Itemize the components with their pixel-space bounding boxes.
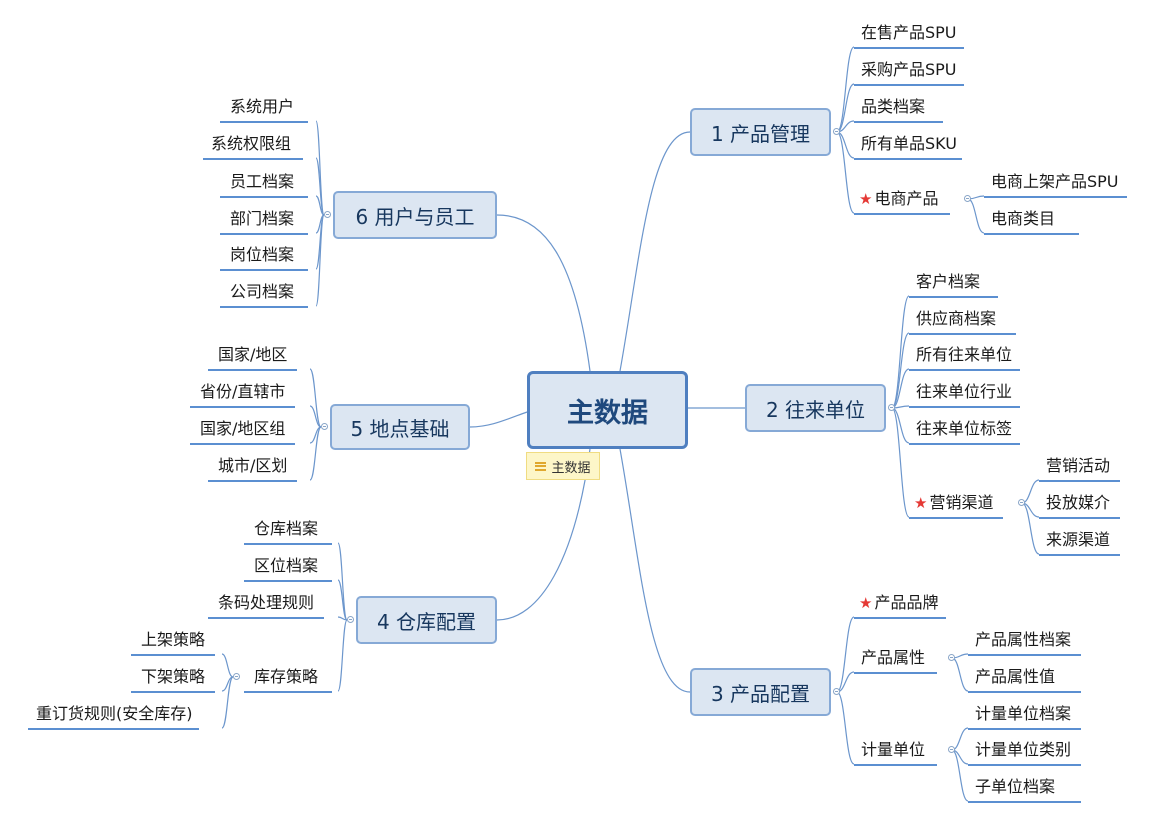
topic-marketing-channels[interactable]: ★营销渠道 <box>909 493 1004 519</box>
branch-business-partners[interactable]: 2 往来单位 <box>745 384 886 432</box>
collapse-toggle-icon[interactable] <box>833 688 840 695</box>
star-icon: ★ <box>859 190 873 208</box>
topic-ecommerce-products[interactable]: ★电商产品 <box>854 189 951 215</box>
collapse-toggle-icon[interactable] <box>833 128 840 135</box>
topic-location-archive[interactable]: 区位档案 <box>244 556 333 582</box>
topic-attribute-archive[interactable]: 产品属性档案 <box>968 630 1082 656</box>
collapse-toggle-icon[interactable] <box>948 654 955 661</box>
topic-barcode-rules[interactable]: 条码处理规则 <box>208 593 325 619</box>
branch-warehouse-config[interactable]: 4 仓库配置 <box>356 596 497 644</box>
collapse-toggle-icon[interactable] <box>321 423 328 430</box>
note-icon <box>535 461 547 471</box>
topic-countries-regions[interactable]: 国家/地区 <box>208 345 298 371</box>
connector-root-b4 <box>496 448 591 621</box>
connector-line <box>967 198 985 234</box>
connector-line <box>337 616 348 621</box>
collapse-toggle-icon[interactable] <box>948 746 955 753</box>
root-note[interactable]: 主数据 <box>526 452 600 480</box>
topic-on-sale-spu[interactable]: 在售产品SPU <box>854 23 964 49</box>
connector-line <box>337 579 348 621</box>
connector-root-b5 <box>469 411 528 428</box>
topic-source-channels[interactable]: 来源渠道 <box>1039 530 1121 556</box>
topic-uom-category[interactable]: 计量单位类别 <box>968 740 1082 766</box>
topic-marketing-channels-label: 营销渠道 <box>929 493 994 512</box>
topic-warehouse-archive[interactable]: 仓库档案 <box>244 519 333 545</box>
topic-company-archive[interactable]: 公司档案 <box>220 282 309 308</box>
connector-line <box>891 407 910 518</box>
topic-all-sku[interactable]: 所有单品SKU <box>854 134 962 160</box>
topic-ecommerce-categories[interactable]: 电商类目 <box>984 209 1080 235</box>
topic-uom-archive[interactable]: 计量单位档案 <box>968 704 1082 730</box>
note-label: 主数据 <box>551 460 591 476</box>
topic-purchase-spu[interactable]: 采购产品SPU <box>854 60 964 86</box>
connector-line <box>836 46 855 133</box>
connector-line <box>836 131 855 214</box>
topic-category-archive[interactable]: 品类档案 <box>854 97 944 123</box>
connector-line <box>315 120 325 216</box>
connector-line <box>315 157 325 216</box>
topic-partner-tags[interactable]: 往来单位标签 <box>909 419 1021 445</box>
topic-product-attributes[interactable]: 产品属性 <box>854 648 938 674</box>
connector-line <box>309 368 322 428</box>
topic-provinces[interactable]: 省份/直辖市 <box>190 382 296 408</box>
connector-line <box>1021 479 1040 504</box>
star-icon: ★ <box>859 594 873 612</box>
topic-supplier-archive[interactable]: 供应商档案 <box>909 309 1017 335</box>
connector-line <box>309 426 322 481</box>
connector-root-b3 <box>619 448 691 693</box>
connector-line <box>309 405 322 428</box>
connector-line <box>315 214 325 307</box>
topic-sub-unit-archive[interactable]: 子单位档案 <box>968 777 1082 803</box>
topic-picking-strategy[interactable]: 下架策略 <box>131 667 216 693</box>
topic-product-brand[interactable]: ★产品品牌 <box>854 593 947 619</box>
topic-inventory-strategy[interactable]: 库存策略 <box>244 667 333 693</box>
topic-product-brand-label: 产品品牌 <box>874 593 939 612</box>
connector-line <box>337 619 348 692</box>
collapse-toggle-icon[interactable] <box>1018 499 1025 506</box>
topic-units-of-measure[interactable]: 计量单位 <box>854 740 938 766</box>
topic-putaway-strategy[interactable]: 上架策略 <box>131 630 216 656</box>
topic-country-region-groups[interactable]: 国家/地区组 <box>190 419 296 445</box>
branch-product-config[interactable]: 3 产品配置 <box>690 668 831 716</box>
topic-marketing-activities[interactable]: 营销活动 <box>1039 456 1121 482</box>
connector-root-b1 <box>619 131 691 372</box>
topic-all-partners[interactable]: 所有往来单位 <box>909 345 1021 371</box>
topic-reorder-rules[interactable]: 重订货规则(安全库存) <box>28 704 199 730</box>
topic-cities-districts[interactable]: 城市/区划 <box>208 456 298 482</box>
branch-location-basics[interactable]: 5 地点基础 <box>330 404 470 450</box>
star-icon: ★ <box>914 494 928 512</box>
topic-attribute-values[interactable]: 产品属性值 <box>968 667 1082 693</box>
collapse-toggle-icon[interactable] <box>324 211 331 218</box>
topic-employee-archive[interactable]: 员工档案 <box>220 172 309 198</box>
topic-ad-media[interactable]: 投放媒介 <box>1039 493 1121 519</box>
connector-line <box>836 691 855 765</box>
collapse-toggle-icon[interactable] <box>233 673 240 680</box>
root-topic[interactable]: 主数据 <box>527 371 688 449</box>
connector-root-b6 <box>496 214 591 372</box>
connector-line <box>315 195 325 216</box>
topic-ecommerce-products-label: 电商产品 <box>874 189 939 208</box>
connector-line <box>951 657 969 692</box>
topic-partner-industry[interactable]: 往来单位行业 <box>909 382 1021 408</box>
collapse-toggle-icon[interactable] <box>964 195 971 202</box>
connector-line <box>221 653 234 678</box>
topic-customer-archive[interactable]: 客户档案 <box>909 272 999 298</box>
collapse-toggle-icon[interactable] <box>347 616 354 623</box>
collapse-toggle-icon[interactable] <box>888 404 895 411</box>
branch-users-employees[interactable]: 6 用户与员工 <box>333 191 497 239</box>
topic-position-archive[interactable]: 岗位档案 <box>220 245 309 271</box>
topic-permission-groups[interactable]: 系统权限组 <box>203 134 304 160</box>
branch-product-management[interactable]: 1 产品管理 <box>690 108 831 156</box>
connector-line <box>221 676 234 729</box>
topic-system-users[interactable]: 系统用户 <box>220 97 309 123</box>
topic-ecommerce-listed-spu[interactable]: 电商上架产品SPU <box>984 172 1127 198</box>
topic-department-archive[interactable]: 部门档案 <box>220 209 309 235</box>
